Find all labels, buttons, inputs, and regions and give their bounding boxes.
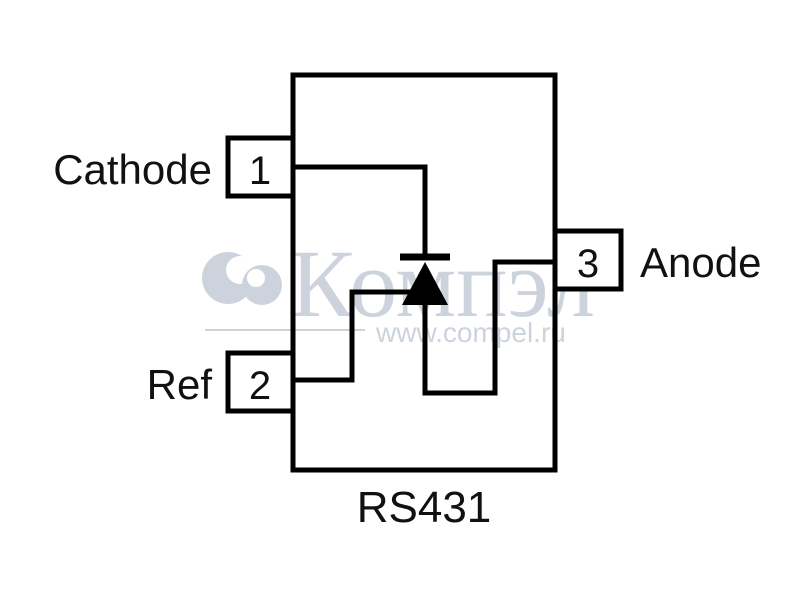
- diode-icon: [400, 253, 450, 305]
- compel-logo-icon: [202, 252, 282, 305]
- pin-3-number: 3: [577, 242, 599, 286]
- pin-2-name: Ref: [147, 361, 213, 408]
- watermark-url: www.compel.ru: [375, 317, 566, 348]
- watermark: Компэл www.compel.ru: [202, 230, 595, 348]
- pin-1-box: [225, 135, 296, 199]
- cathode-wire: [293, 164, 428, 255]
- pin-1-name: Cathode: [53, 146, 212, 193]
- pin-3-box: [552, 228, 624, 292]
- pin-1-number: 1: [249, 149, 271, 193]
- ref-wire: [293, 289, 420, 383]
- pin-3-name: Anode: [640, 239, 761, 286]
- anode-wire: [422, 259, 555, 396]
- part-name: RS431: [357, 483, 492, 532]
- watermark-brand: Компэл: [290, 230, 595, 337]
- pin-2-number: 2: [249, 364, 271, 408]
